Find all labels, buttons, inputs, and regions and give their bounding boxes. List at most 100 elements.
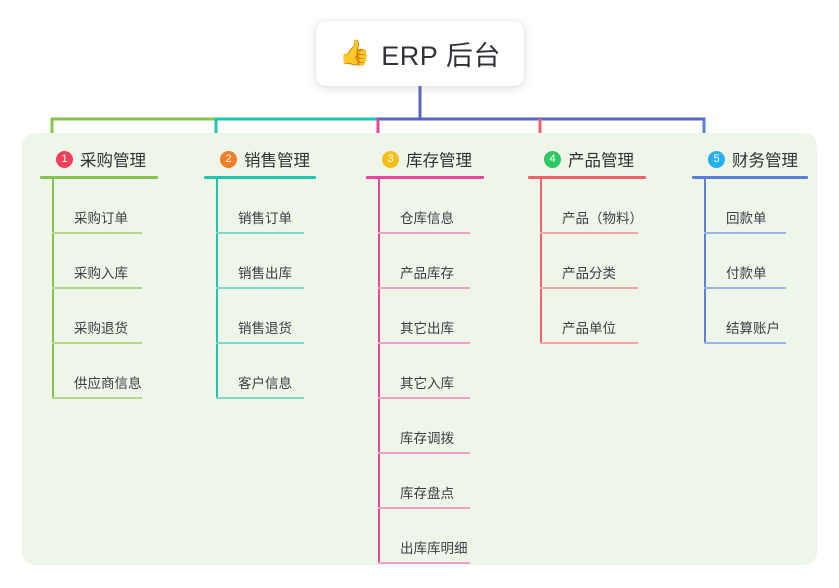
leaf-node[interactable]: 库存调拨 (366, 399, 484, 454)
branch-badge-3: 3 (382, 150, 399, 168)
leaf-node[interactable]: 供应商信息 (40, 344, 158, 399)
leaf-node[interactable]: 付款单 (692, 234, 808, 289)
branch-underline-4 (528, 176, 646, 179)
leaf-node[interactable]: 产品单位 (528, 289, 646, 344)
leaf-underline (216, 287, 304, 289)
branch-body-1: 采购订单采购入库采购退货供应商信息 (40, 179, 158, 399)
leaf-underline (378, 507, 470, 509)
leaf-node[interactable]: 其它入库 (366, 344, 484, 399)
leaf-underline (378, 342, 470, 344)
branch-badge-1: 1 (56, 150, 73, 168)
leaf-label: 产品（物料） (562, 211, 643, 226)
leaf-label: 销售出库 (238, 266, 292, 281)
branch-badge-4: 4 (544, 150, 561, 168)
leaf-node[interactable]: 销售出库 (204, 234, 316, 289)
leaf-label: 客户信息 (238, 376, 292, 391)
leaf-underline (52, 287, 142, 289)
branch-header-4[interactable]: 4 产品管理 (528, 147, 646, 171)
branch-column-1: 1 采购管理采购订单采购入库采购退货供应商信息 (40, 147, 158, 399)
branch-header-3[interactable]: 3 库存管理 (366, 147, 484, 171)
leaf-label: 采购退货 (74, 321, 128, 336)
leaf-node[interactable]: 出库库明细 (366, 509, 484, 564)
branch-column-4: 4 产品管理产品（物料） 产品分类产品单位 (528, 147, 646, 344)
leaf-underline (540, 342, 638, 344)
leaf-underline (378, 452, 470, 454)
leaf-label: 供应商信息 (74, 376, 142, 391)
leaf-label: 其它出库 (400, 321, 454, 336)
leaf-label: 销售退货 (238, 321, 292, 336)
branch-title-3: 库存管理 (406, 152, 472, 170)
branch-underline-5 (692, 176, 808, 179)
leaf-underline (378, 397, 470, 399)
leaf-node[interactable]: 客户信息 (204, 344, 316, 399)
branch-header-5[interactable]: 5 财务管理 (692, 147, 808, 171)
leaf-node[interactable]: 库存盘点 (366, 454, 484, 509)
leaf-underline (52, 342, 142, 344)
leaf-node[interactable]: 采购入库 (40, 234, 158, 289)
leaf-label: 采购订单 (74, 211, 128, 226)
leaf-node[interactable]: 仓库信息 (366, 179, 484, 234)
leaf-label: 付款单 (726, 266, 767, 281)
branch-title-1: 采购管理 (80, 152, 146, 170)
root-node[interactable]: 👍 ERP 后台 (316, 21, 524, 86)
branch-column-3: 3 库存管理仓库信息产品库存其它出库其它入库库存调拨库存盘点出库库明细 (366, 147, 484, 564)
branch-column-5: 5 财务管理回款单付款单结算账户 (692, 147, 808, 344)
branch-title-5: 财务管理 (732, 152, 798, 170)
leaf-underline (378, 287, 470, 289)
leaf-label: 结算账户 (726, 321, 780, 336)
leaf-node[interactable]: 回款单 (692, 179, 808, 234)
branch-underline-3 (366, 176, 484, 179)
branch-underline-1 (40, 176, 158, 179)
leaf-label: 采购入库 (74, 266, 128, 281)
leaf-label: 其它入库 (400, 376, 454, 391)
leaf-underline (704, 287, 786, 289)
leaf-label: 产品库存 (400, 266, 454, 281)
leaf-underline (378, 232, 470, 234)
branch-title-4: 产品管理 (568, 152, 634, 170)
branch-badge-2: 2 (220, 150, 237, 168)
leaf-node[interactable]: 结算账户 (692, 289, 808, 344)
leaf-underline (540, 232, 638, 234)
leaf-node[interactable]: 其它出库 (366, 289, 484, 344)
leaf-node[interactable]: 产品分类 (528, 234, 646, 289)
branch-spine-1 (52, 179, 54, 399)
branch-spine-4 (540, 179, 542, 344)
leaf-label: 产品单位 (562, 321, 616, 336)
leaf-underline (704, 232, 786, 234)
leaf-underline (216, 342, 304, 344)
branch-badge-5: 5 (708, 150, 725, 168)
leaf-underline (540, 287, 638, 289)
leaf-label: 库存调拨 (400, 431, 454, 446)
branches-panel (22, 133, 817, 565)
branch-spine-2 (216, 179, 218, 399)
leaf-label: 仓库信息 (400, 211, 454, 226)
leaf-label: 库存盘点 (400, 486, 454, 501)
leaf-node[interactable]: 销售退货 (204, 289, 316, 344)
leaf-underline (52, 232, 142, 234)
root-node-content: 👍 ERP 后台 (339, 34, 501, 73)
branch-body-3: 仓库信息产品库存其它出库其它入库库存调拨库存盘点出库库明细 (366, 179, 484, 564)
leaf-underline (216, 232, 304, 234)
branch-underline-2 (204, 176, 316, 179)
leaf-label: 产品分类 (562, 266, 616, 281)
leaf-node[interactable]: 销售订单 (204, 179, 316, 234)
branch-header-1[interactable]: 1 采购管理 (40, 147, 158, 171)
leaf-label: 销售订单 (238, 211, 292, 226)
leaf-label: 出库库明细 (400, 541, 468, 556)
branch-body-5: 回款单付款单结算账户 (692, 179, 808, 344)
leaf-underline (704, 342, 786, 344)
leaf-node[interactable]: 产品库存 (366, 234, 484, 289)
leaf-underline (378, 562, 470, 564)
thumbs-up-icon: 👍 (339, 39, 371, 67)
leaf-underline (52, 397, 142, 399)
branch-body-2: 销售订单销售出库销售退货客户信息 (204, 179, 316, 399)
leaf-node[interactable]: 采购退货 (40, 289, 158, 344)
leaf-node[interactable]: 产品（物料） (528, 179, 646, 234)
branch-spine-5 (704, 179, 706, 344)
leaf-node[interactable]: 采购订单 (40, 179, 158, 234)
branch-spine-3 (378, 179, 380, 564)
leaf-underline (216, 397, 304, 399)
